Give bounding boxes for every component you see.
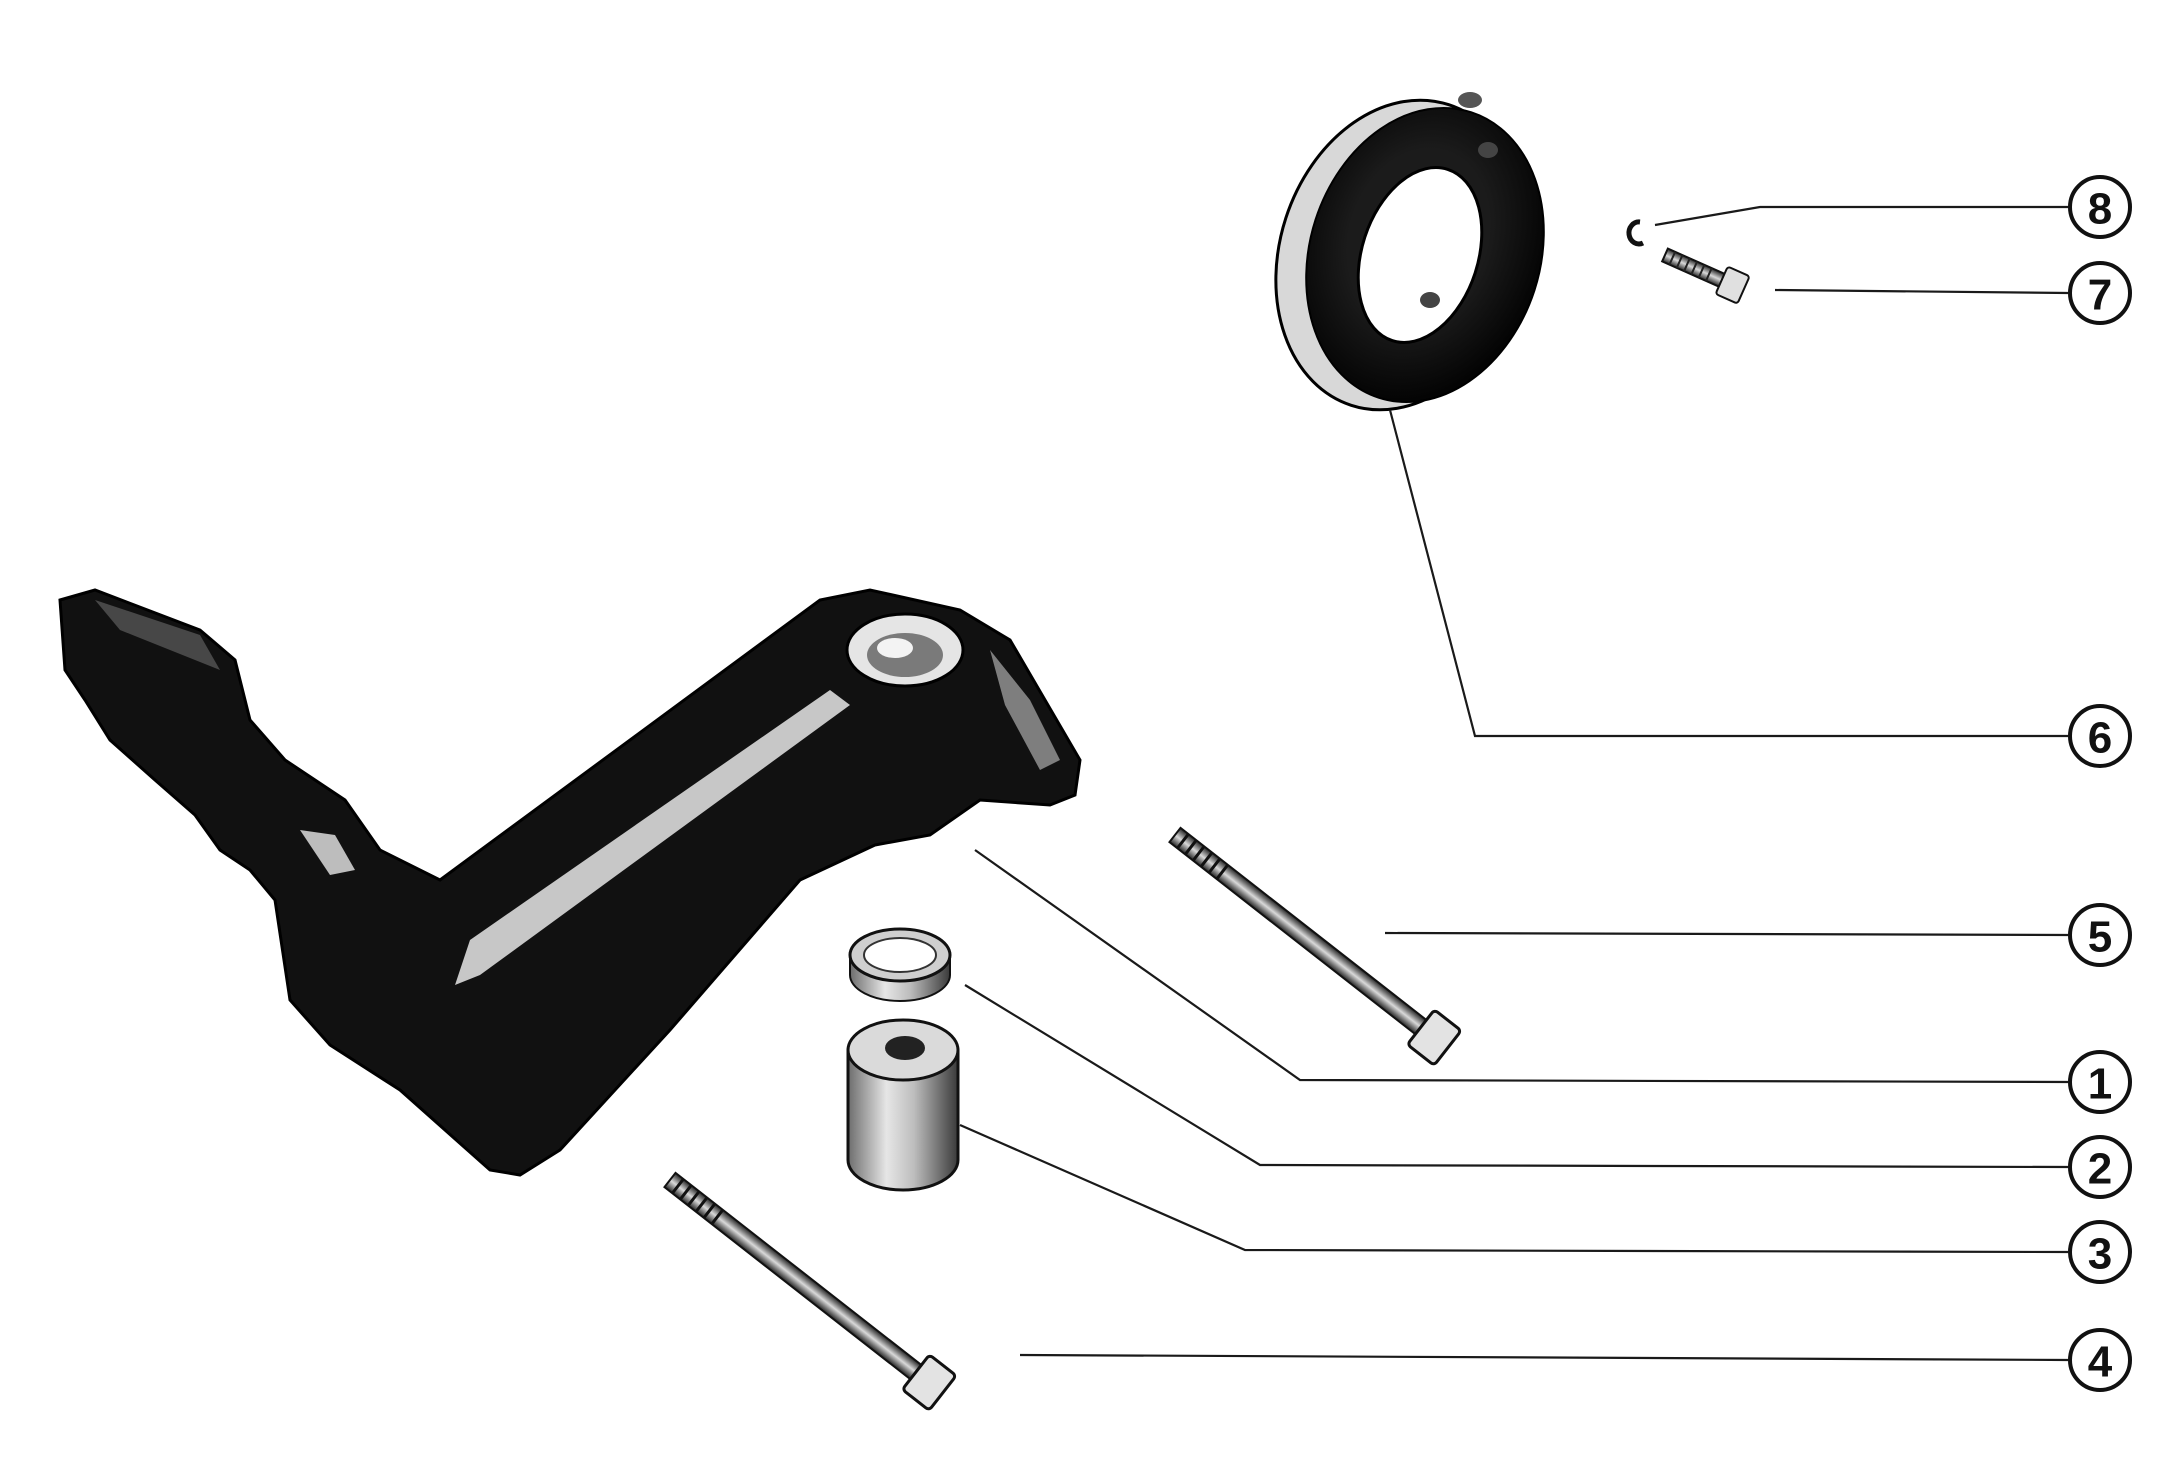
callout-1: 1 — [2068, 1050, 2132, 1114]
leader-2 — [964, 984, 2069, 1169]
long-bolt-upper-part — [1168, 826, 1462, 1066]
callout-3: 3 — [2068, 1220, 2132, 1284]
leader-8 — [1654, 205, 2068, 227]
long-bolt-lower-part — [663, 1171, 957, 1411]
callout-5-label: 5 — [2088, 913, 2112, 962]
callout-5: 5 — [2068, 903, 2132, 967]
leader-7 — [1774, 288, 2069, 295]
ring-washer-part — [1274, 92, 1545, 412]
callout-1-label: 1 — [2088, 1060, 2112, 1109]
leader-5 — [1384, 931, 2069, 937]
retaining-ring-part — [1626, 219, 1645, 247]
callout-2: 2 — [2068, 1135, 2132, 1199]
callout-6-label: 6 — [2088, 714, 2112, 763]
callout-4: 4 — [2068, 1328, 2132, 1392]
leader-3 — [959, 1123, 2069, 1254]
callout-7-label: 7 — [2088, 271, 2112, 320]
bracket-arm-part — [58, 588, 1082, 1177]
callout-2-label: 2 — [2088, 1145, 2112, 1194]
cap-screw-part — [1660, 247, 1750, 304]
callout-7: 7 — [2068, 261, 2132, 325]
leader-1 — [974, 849, 2069, 1084]
callouts: 8 7 6 5 1 2 3 4 — [2068, 175, 2132, 1392]
leader-4 — [1019, 1353, 2069, 1362]
leader-6 — [1388, 409, 2068, 738]
leader-lines — [959, 205, 2069, 1362]
spacer-ring-part — [848, 927, 952, 1002]
bushing-part — [846, 1018, 960, 1192]
callout-4-label: 4 — [2088, 1338, 2113, 1387]
callout-3-label: 3 — [2088, 1230, 2112, 1279]
callout-8: 8 — [2068, 175, 2132, 239]
callout-8-label: 8 — [2088, 185, 2112, 234]
callout-6: 6 — [2068, 704, 2132, 768]
